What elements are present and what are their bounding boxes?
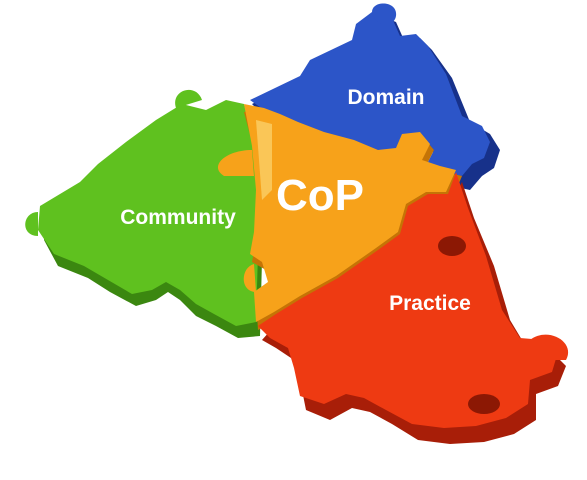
center-piece-knob-top [217,150,254,176]
community-piece-face [38,100,258,326]
practice-piece [258,172,569,444]
center-piece-knob-left [243,264,256,292]
practice-label: Practice [389,292,471,315]
community-piece-top-knob [175,89,202,108]
center-label: CoP [276,171,364,220]
domain-piece-knob [372,3,397,25]
practice-piece-notch [438,236,466,256]
domain-piece-face [250,12,490,176]
domain-piece [250,3,500,190]
practice-piece-bottom-notch [468,394,500,414]
community-piece-tab [25,212,38,236]
community-piece [25,89,262,338]
practice-piece-knob [530,334,569,360]
center-piece [217,104,462,330]
community-label: Community [120,206,236,229]
domain-label: Domain [347,86,424,109]
practice-piece-face [258,172,558,428]
center-piece-face [244,104,456,322]
center-piece-highlight [256,120,272,200]
